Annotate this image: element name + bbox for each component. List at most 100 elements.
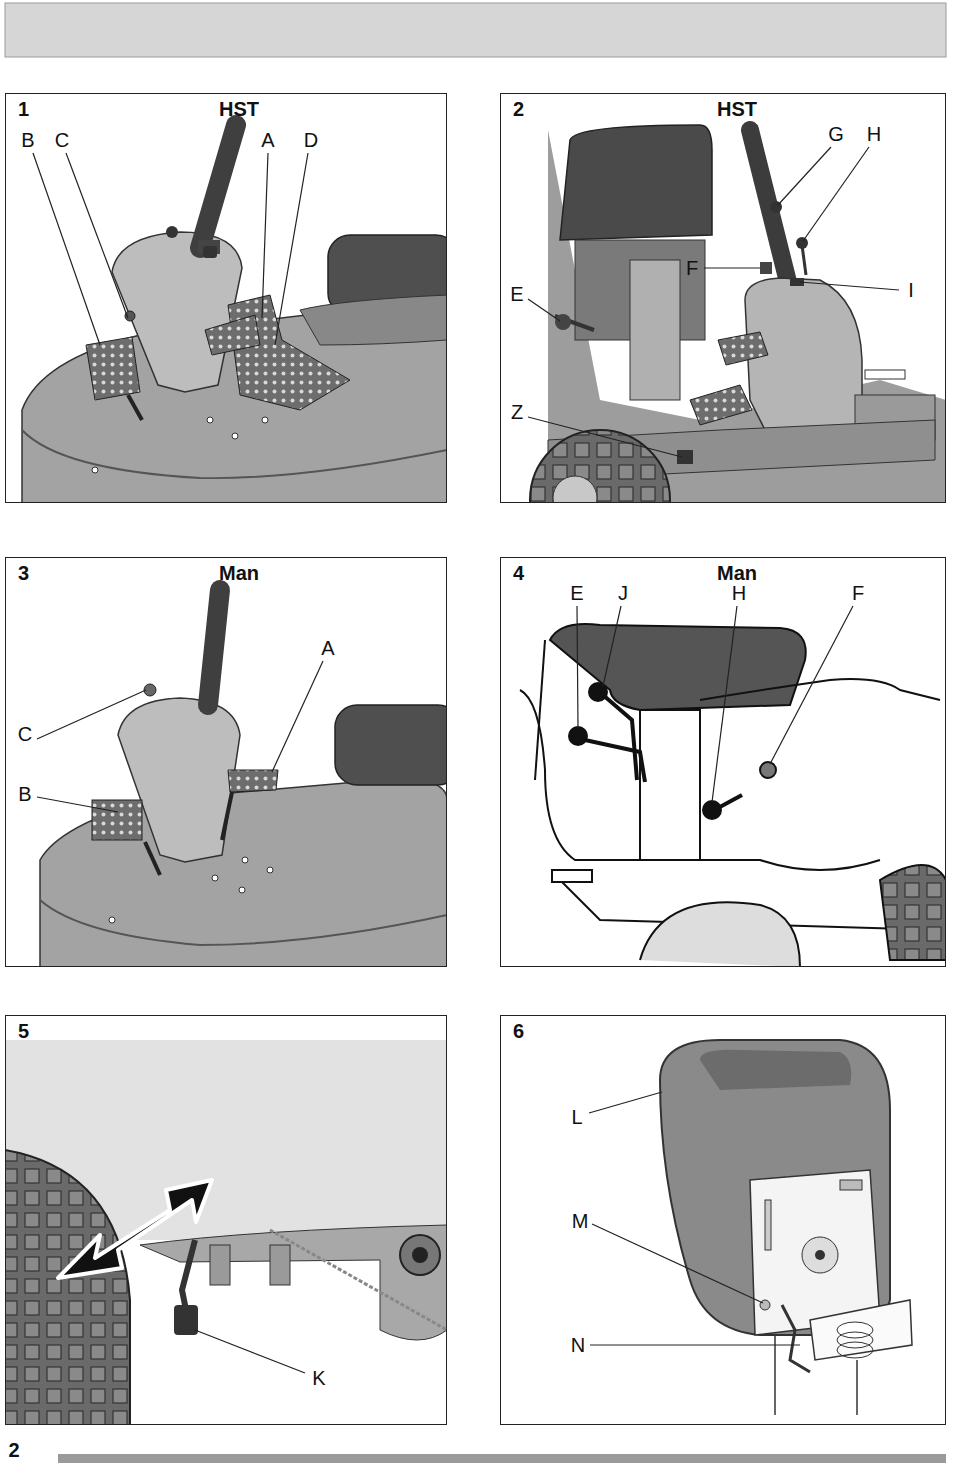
callout-letter: E bbox=[570, 583, 583, 603]
callout-letter: B bbox=[21, 130, 34, 150]
callout-letter: B bbox=[18, 784, 31, 804]
mower-line-drawing bbox=[640, 710, 700, 860]
mower-illustration bbox=[267, 867, 273, 873]
mower-line-drawing bbox=[550, 624, 806, 710]
mower-line-drawing bbox=[880, 865, 946, 960]
leader-lines bbox=[778, 147, 831, 205]
callout-letter: H bbox=[732, 583, 746, 603]
mower-illustration bbox=[222, 792, 232, 840]
callout-letter: G bbox=[828, 124, 844, 144]
leader-lines bbox=[272, 661, 323, 772]
mower-illustration bbox=[745, 278, 862, 440]
mower-illustration bbox=[22, 125, 447, 503]
mower-illustration bbox=[530, 430, 670, 503]
seat-back bbox=[700, 1050, 851, 1090]
callout-letter: A bbox=[261, 130, 274, 150]
leader-lines bbox=[528, 299, 560, 321]
mower-illustration bbox=[262, 417, 268, 423]
mower-illustration bbox=[40, 779, 447, 967]
figure-number: 6 bbox=[513, 1021, 524, 1041]
figure-panel: 5 bbox=[5, 1015, 447, 1425]
figure-panel: 3 Man bbox=[5, 557, 447, 967]
mower-illustration bbox=[92, 467, 98, 473]
callout-letter: M bbox=[572, 1211, 589, 1231]
mower-illustration bbox=[718, 332, 768, 365]
mower-illustration bbox=[802, 245, 806, 275]
callout-letter: E bbox=[510, 284, 523, 304]
seat-back bbox=[810, 1300, 912, 1360]
seat-back bbox=[774, 1335, 776, 1415]
mower-illustration bbox=[555, 314, 571, 330]
leader-lines bbox=[712, 606, 737, 802]
mower-illustration bbox=[203, 246, 217, 258]
callout-letter: F bbox=[852, 583, 864, 603]
figure-number: 3 bbox=[18, 563, 29, 583]
mower-illustration bbox=[677, 450, 693, 464]
seat-back bbox=[660, 1040, 890, 1335]
mower-line-drawing bbox=[569, 727, 587, 745]
mower-underside bbox=[58, 1180, 212, 1278]
footer-bar bbox=[58, 1454, 946, 1463]
leader-lines bbox=[33, 153, 100, 345]
mower-line-drawing bbox=[703, 801, 721, 819]
seat-back bbox=[837, 1342, 873, 1358]
mower-line-drawing bbox=[700, 860, 880, 870]
mower-illustration bbox=[92, 800, 142, 840]
seat-back bbox=[782, 1305, 810, 1372]
mower-illustration bbox=[205, 315, 260, 355]
mower-illustration bbox=[208, 590, 220, 705]
mower-illustration bbox=[40, 900, 447, 945]
callout-letter: H bbox=[867, 124, 881, 144]
mower-illustration bbox=[335, 705, 447, 785]
leader-lines bbox=[37, 797, 118, 812]
mower-illustration bbox=[553, 476, 597, 503]
mower-illustration bbox=[109, 917, 115, 923]
figure-panel: 2HST bbox=[500, 93, 946, 503]
mower-illustration bbox=[228, 770, 278, 792]
seat-back bbox=[815, 1250, 825, 1260]
mower-underside bbox=[210, 1245, 230, 1285]
mower-line-drawing bbox=[520, 624, 946, 967]
leader-lines bbox=[592, 1224, 763, 1303]
header-bar bbox=[5, 3, 946, 57]
figure-panel: 1HST bbox=[5, 93, 447, 503]
mower-line-drawing bbox=[760, 762, 776, 778]
seat-back bbox=[660, 1040, 912, 1415]
mower-line-drawing bbox=[589, 683, 607, 701]
mower-illustration bbox=[200, 125, 236, 248]
mower-line-drawing bbox=[700, 679, 940, 700]
figure-title: Man bbox=[717, 563, 757, 583]
figure-title: Man bbox=[219, 563, 259, 583]
mower-illustration bbox=[207, 417, 213, 423]
figure-panel: 6 bbox=[500, 1015, 946, 1425]
page-number: 2 bbox=[8, 1440, 19, 1460]
header-bar bbox=[5, 3, 946, 57]
mower-underside bbox=[140, 1225, 447, 1340]
leader-lines bbox=[262, 153, 268, 318]
mower-illustration bbox=[530, 125, 946, 503]
figure-title: HST bbox=[219, 99, 259, 119]
mower-underside bbox=[5, 1040, 447, 1425]
figure-panel: 4Man bbox=[500, 557, 946, 967]
figure-number: 2 bbox=[513, 99, 524, 119]
mower-underside bbox=[400, 1235, 440, 1275]
seat-back bbox=[765, 1200, 771, 1250]
mower-line-drawing bbox=[552, 870, 592, 882]
mower-line-drawing bbox=[718, 795, 742, 808]
mower-line-drawing bbox=[520, 690, 680, 860]
leader-lines bbox=[800, 282, 899, 290]
mower-illustration bbox=[796, 237, 808, 249]
mower-illustration bbox=[22, 430, 447, 478]
seat-back bbox=[802, 1237, 838, 1273]
mower-illustration bbox=[630, 260, 680, 400]
seat-back bbox=[856, 1360, 858, 1415]
callout-letter: C bbox=[55, 130, 69, 150]
leader-lines bbox=[275, 153, 308, 345]
mower-illustration bbox=[145, 842, 160, 875]
seat-back bbox=[837, 1332, 873, 1348]
mower-illustration bbox=[86, 337, 140, 400]
mower-illustration bbox=[750, 130, 790, 290]
mower-illustration bbox=[560, 125, 712, 240]
mower-illustration bbox=[690, 385, 752, 425]
